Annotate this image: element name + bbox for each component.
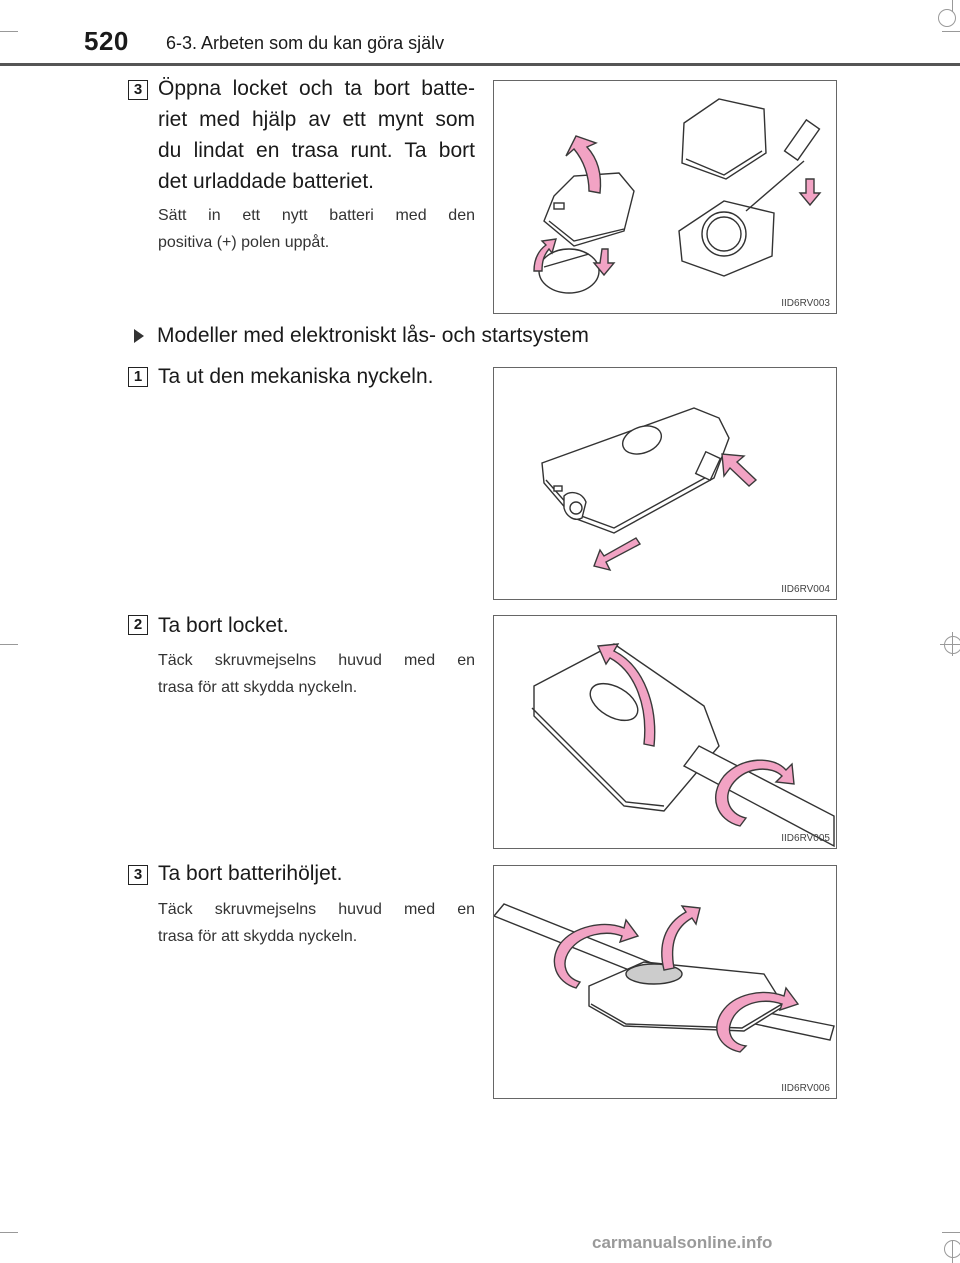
step-note: Sätt in ett nytt batteri med den positiv… [158,202,475,256]
note-line: positiva (+) polen uppåt. [158,234,330,251]
battery-case-illustration [494,903,835,1053]
figure-battery-replacement: IID6RV003 [493,80,837,314]
step-badge: 1 [128,367,148,387]
step-badge: 3 [128,80,148,100]
step-text-line: Öppna locket och ta bort batte- [158,77,475,100]
crop-mark-icon [952,0,953,12]
smart-key-illustration [541,407,758,572]
footer-watermark: carmanualsonline.info [592,1233,773,1252]
arrow-icon [716,986,800,1053]
crop-mark-icon [938,9,956,27]
bullet-triangle-icon [134,329,144,343]
step-text-line: Ta ut den mekaniska nyckeln. [158,365,434,388]
step-badge: 3 [128,865,148,885]
section-title: 6-3. Arbeten som du kan göra själv [166,33,445,53]
note-line: Täck skruvmejselns huvud med en [158,901,475,918]
figure-code: IID6RV005 [781,833,830,844]
step-note: Täck skruvmejselns huvud med en trasa fö… [158,896,475,950]
figure-code: IID6RV004 [781,584,830,595]
arrow-icon [565,135,602,194]
arrow-icon [533,238,557,272]
arrow-icon [592,248,616,277]
step-text-line: Ta bort locket. [158,614,289,637]
cover-removal-illustration [531,643,835,848]
figure-mechanical-key: IID6RV004 [493,367,837,600]
step-note: Täck skruvmejselns huvud med en trasa fö… [158,647,475,701]
subheading: Modeller med elektroniskt lås- och start… [157,324,589,347]
page-number: 520 [84,26,129,56]
crop-mark-icon [944,636,960,654]
figure-remove-cover: IID6RV005 [493,615,837,849]
note-line: Täck skruvmejselns huvud med en [158,652,475,669]
arrow-icon [721,453,758,487]
figure-code: IID6RV003 [781,298,830,309]
header-rule [0,63,960,66]
crop-mark-icon [942,1232,960,1233]
battery-coin-illustration [533,98,822,294]
note-line: trasa för att skydda nyckeln. [158,928,358,945]
arrow-icon [798,178,822,207]
step-text-line: du lindat en trasa runt. Ta bort [158,139,475,162]
crop-mark-icon [942,31,960,32]
arrow-icon [593,537,642,572]
crop-mark-icon [0,31,18,32]
crop-mark-icon [0,1232,18,1233]
step-badge: 2 [128,615,148,635]
arrow-icon [553,918,640,989]
note-line: trasa för att skydda nyckeln. [158,679,358,696]
step-text-line: Ta bort batterihöljet. [158,862,343,885]
figure-code: IID6RV006 [781,1083,830,1094]
crop-mark-icon [944,1240,960,1258]
arrow-icon [715,759,795,827]
arrow-icon [596,643,656,747]
arrow-icon [661,905,701,971]
figure-remove-battery-case: IID6RV006 [493,865,837,1099]
crop-mark-icon [0,644,18,645]
step-text-line: det urladdade batteriet. [158,170,374,193]
step-text: Öppna locket och ta bort batte- riet med… [158,73,475,197]
note-line: Sätt in ett nytt batteri med den [158,207,475,224]
step-text-line: riet med hjälp av ett mynt som [158,108,475,131]
